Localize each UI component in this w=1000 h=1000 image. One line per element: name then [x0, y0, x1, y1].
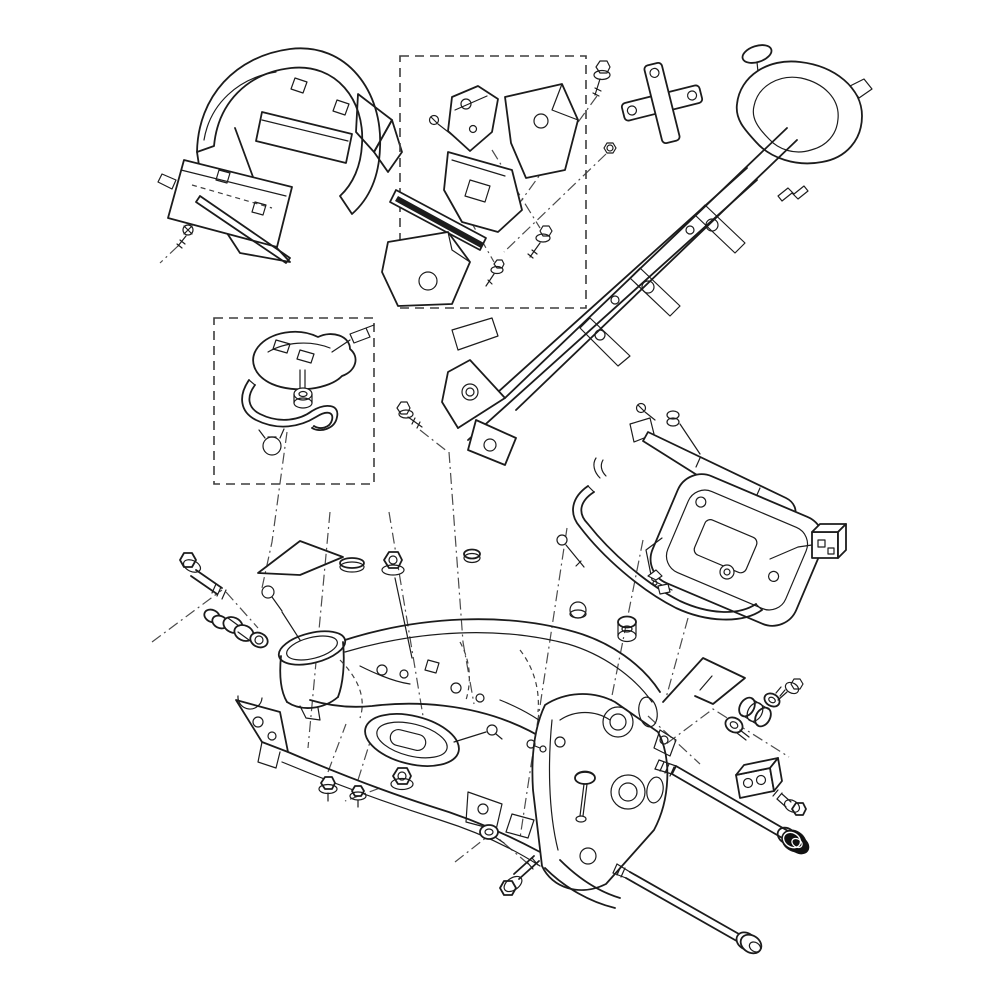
flange-bolt-bottom [499, 855, 540, 896]
bolt-head-highlight [782, 831, 802, 849]
cap-small [463, 548, 481, 564]
washer-stack [617, 615, 637, 643]
hose-guide [241, 379, 339, 431]
fender-screw [176, 224, 194, 249]
pivot-plate [531, 693, 669, 891]
bolt-down-1 [318, 776, 338, 802]
flat-cap [339, 557, 365, 573]
washer [763, 692, 781, 708]
damper-bushing [738, 696, 772, 728]
subframe-bolt [592, 60, 611, 97]
main-frame [235, 618, 677, 909]
mount-bracket-block [735, 757, 783, 799]
harness-clip [647, 569, 671, 595]
countersunk-screw [724, 716, 750, 741]
z-clip [777, 185, 809, 202]
grommet [293, 369, 313, 409]
flange-nut-top [381, 551, 413, 659]
hose-clamp [258, 428, 285, 456]
cross-brace-plate [620, 61, 704, 145]
subframe-screw-lower [396, 401, 423, 429]
connector-block [769, 523, 847, 560]
damper-bushing-stack [724, 678, 804, 741]
bolt-down-2 [349, 785, 367, 808]
cap-nut [666, 410, 701, 455]
harness-plate [252, 324, 375, 391]
shield-screw-long [556, 534, 585, 568]
harness-guide-dashed-group [213, 317, 375, 485]
tail-rail-loop [735, 60, 873, 165]
dome-cap-bolt [574, 770, 596, 823]
dashed-group-box-2 [213, 317, 375, 485]
electrical-tray [645, 473, 825, 627]
rear-subframe [396, 44, 873, 466]
strip-screw [635, 402, 656, 421]
dashed-group-box-1 [399, 55, 587, 309]
sheet-pads [257, 540, 746, 705]
rear-fender [196, 47, 403, 263]
flange-nut-rear [390, 767, 414, 791]
subframe-nut [603, 142, 617, 154]
harness-loop [572, 457, 763, 621]
screw-mid [453, 724, 503, 743]
bracket-screw-2 [485, 259, 505, 287]
flange-bolt-front [179, 552, 227, 600]
flanged-nut-front [249, 631, 269, 649]
fender-bracket-plate [157, 159, 293, 264]
long-flange-bolt-highlighted[interactable] [654, 759, 813, 858]
dome-bolt-top [569, 601, 587, 619]
frame-fasteners [179, 548, 637, 896]
heat-shield-assembly [556, 402, 847, 627]
bracket-screw-1 [527, 225, 553, 259]
countersunk-washer [479, 824, 505, 844]
bracket-kit-dashed-group [381, 55, 587, 309]
bolt-small-front [261, 585, 301, 641]
stack-screw [775, 678, 804, 701]
steering-head [277, 630, 347, 721]
tiny-screws [526, 739, 547, 753]
engine-mount-bracket [235, 695, 289, 769]
hex-flange-bolt-small [772, 789, 807, 816]
long-socket-bolt [612, 863, 763, 955]
